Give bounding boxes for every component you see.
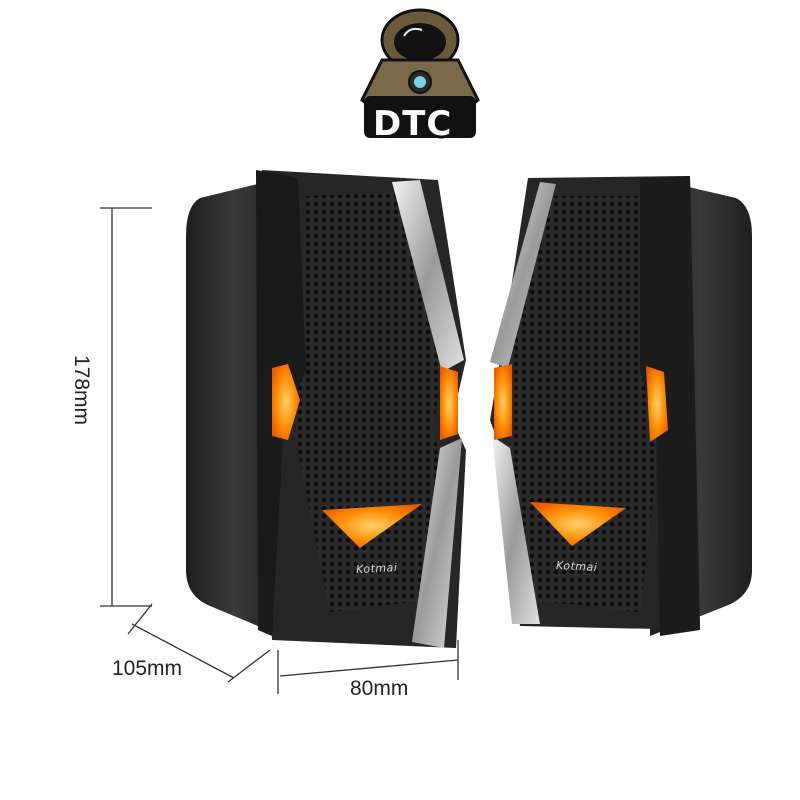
dimension-lines	[100, 207, 459, 694]
right-speaker-brand: Kotmai	[555, 558, 598, 575]
right-speaker	[490, 176, 752, 636]
width-dimension-label: 80mm	[350, 677, 409, 700]
height-dimension-label: 178mm	[70, 355, 93, 426]
left-speaker	[186, 170, 466, 648]
left-speaker-brand: Kotmai	[355, 560, 398, 577]
brand-logo	[360, 8, 480, 138]
depth-dimension-label: 105mm	[112, 657, 183, 680]
logo-text: DTC	[373, 104, 453, 144]
